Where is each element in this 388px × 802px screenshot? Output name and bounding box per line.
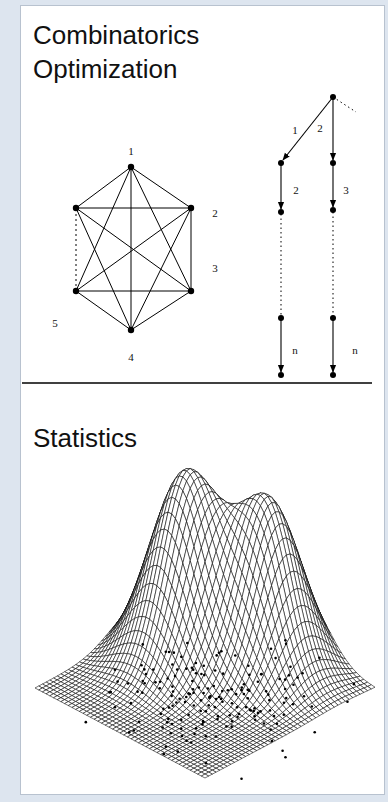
graph-edge [131,167,191,208]
tree-vertex [330,372,336,378]
tree-vertex [330,315,336,321]
graph-edge [191,208,192,291]
tree-arrow [280,165,281,209]
dotted-continuation [333,97,356,112]
graph-vertex [188,205,194,211]
graph-edge [131,291,191,330]
graph-edge [76,208,131,330]
tree-vertex [330,94,336,100]
graph-edge [131,167,191,291]
graph-vertex [128,327,134,333]
graph-edge [76,208,191,209]
path-tree [278,94,356,378]
graph-edge [76,167,131,291]
tree-vertex [278,372,284,378]
divider-line [22,382,372,384]
graph-edge [76,291,191,292]
graph-vertex [128,164,134,170]
graph-edge [76,208,191,291]
graph-vertex [73,205,79,211]
tree-arrow [283,97,333,160]
graph-vertex [188,288,194,294]
complete-graph [73,164,194,333]
graph-vertex [73,288,79,294]
graph-edge [76,208,191,291]
tree-vertex [278,160,284,166]
tree-arrow [332,165,333,207]
tree-vertex [330,160,336,166]
graph-edge [76,167,131,208]
dotted-continuation [333,212,334,316]
dotted-continuation [281,214,282,316]
tree-vertex [278,315,284,321]
tree-arrow [280,320,281,372]
tree-arrow [332,97,333,160]
density-surface [35,469,375,778]
tree-vertex [330,207,336,213]
tree-vertex [278,209,284,215]
graph-edge [76,208,77,291]
tree-arrow [332,320,333,372]
